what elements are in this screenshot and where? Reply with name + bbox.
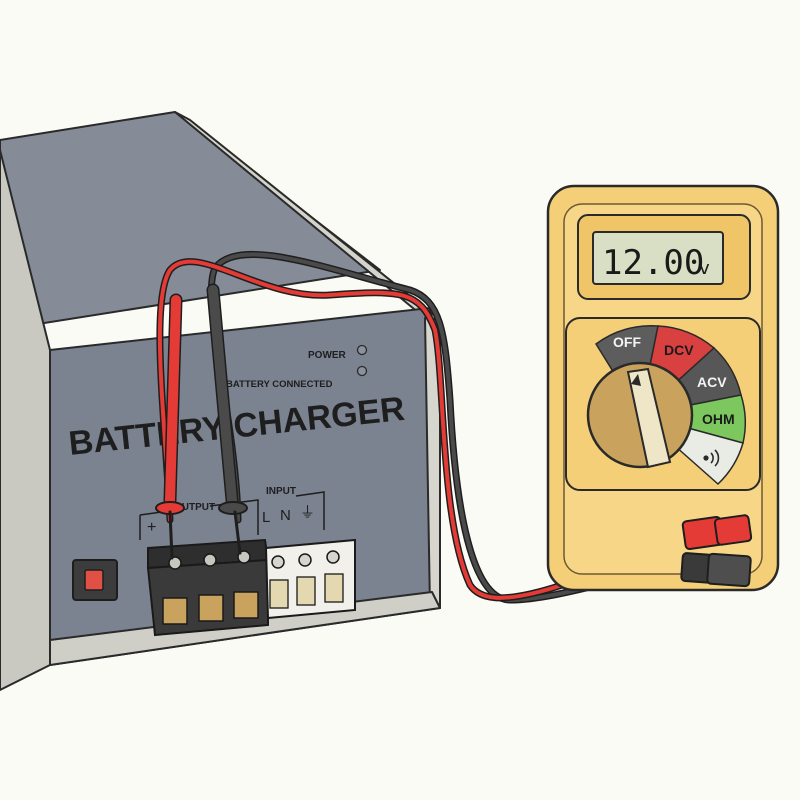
continuity-icon [703,449,720,467]
output-screw-1[interactable] [168,556,182,570]
black-probe-tip [233,510,242,555]
terminal-bracket-lines [139,491,325,540]
black-probe-guard [218,501,248,515]
input-terminal-block [264,538,356,620]
multimeter: 12.00 v OFF DCV ACV OHM [546,184,780,592]
lcd-reading: 12.00 [602,243,704,283]
battery-connected-led [356,365,368,377]
lcd-screen [592,231,724,285]
test-leads [155,251,694,604]
input-terminal-n: N [280,507,291,524]
dial-label-ohm: OHM [702,411,735,427]
output-terminal-block [146,538,270,637]
power-label: POWER [308,350,347,361]
power-switch-rocker[interactable] [84,569,104,591]
battery-charger: POWER BATTERY CONNECTED BATTERY CHARGER … [0,111,441,691]
input-screw-1[interactable] [271,555,285,569]
selector-knob-grip [626,367,672,469]
charger-top-face [0,111,381,331]
lcd-unit: v [699,258,710,279]
input-screw-3[interactable] [326,550,340,564]
input-clamp-1 [269,579,289,609]
input-screw-2[interactable] [298,553,312,567]
dial-label-off: OFF [613,334,641,350]
red-probe-tip [168,510,174,560]
output-label: OUTPUT [174,502,215,513]
output-screw-2[interactable] [203,553,217,567]
dial-label-acv: ACV [697,374,727,390]
power-led [356,344,368,356]
output-clamp-2 [198,594,224,622]
red-probe-plug [681,514,753,550]
battery-connected-label: BATTERY CONNECTED [226,379,333,390]
input-clamp-3 [324,573,344,603]
dial-label-dcv: DCV [664,342,694,358]
input-clamp-2 [296,576,316,606]
output-clamp-1 [162,597,188,625]
selector-pointer-icon [631,374,641,386]
output-clamp-3 [233,591,259,619]
input-label: INPUT [266,486,296,497]
output-terminal-plus: + [147,519,156,536]
input-terminal-l: L [262,509,270,526]
black-probe-plug [680,552,752,588]
input-terminal-ground: ⏚ [300,504,315,521]
